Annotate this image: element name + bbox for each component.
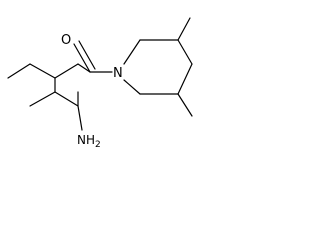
bond-c3-c4 — [177, 39, 193, 65]
bond-c6-n — [123, 79, 141, 95]
bond-carbonyl-double-b — [78, 40, 96, 70]
bond-carbonyl-double-a — [73, 43, 91, 73]
bond-n-c2 — [123, 39, 141, 65]
bond-ethyl-terminal — [7, 63, 31, 79]
oxygen-label: O — [61, 33, 71, 48]
amine-subscript: 2 — [95, 140, 101, 150]
bond-carbonyl-link — [77, 63, 91, 73]
bonds — [7, 17, 193, 131]
bond-branch-alpha — [54, 91, 79, 107]
amine-nh: NH — [77, 133, 95, 147]
nitrogen-label: N — [113, 66, 123, 81]
molecule-structure: O N NH2 — [7, 17, 193, 150]
bond-c5-methyl — [177, 93, 193, 117]
bond-carbonyl-chain — [54, 63, 79, 79]
bond-ethyl-ch2 — [29, 63, 56, 79]
bond-methyl-branch — [29, 91, 56, 107]
bond-alpha-amine — [77, 105, 83, 131]
amine-label: NH2 — [77, 133, 101, 150]
bond-c3-methyl — [177, 17, 191, 41]
bond-c4-c5 — [177, 63, 193, 95]
